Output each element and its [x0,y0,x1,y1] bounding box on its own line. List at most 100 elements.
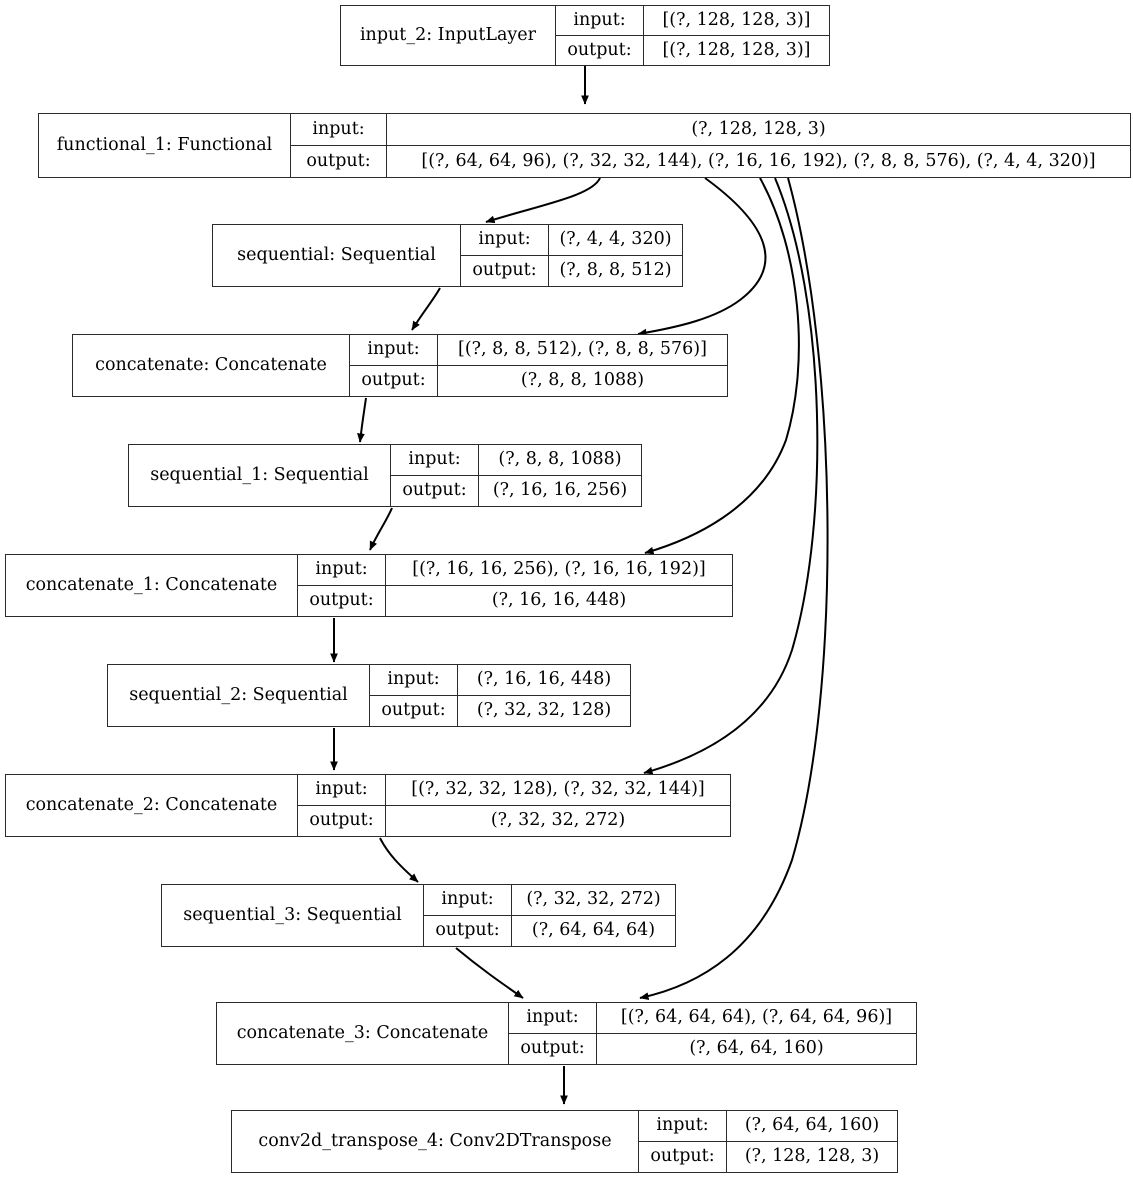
io-input-value: [(?, 64, 64, 64), (?, 64, 64, 96)] [620,1007,893,1028]
io-output-value: (?, 16, 16, 448) [491,590,627,611]
node-concatenate_1[interactable]: concatenate_1: Concatenate input: [(?, 1… [5,554,733,617]
node-io-input-row: input: (?, 32, 32, 272) [424,885,675,916]
io-output-value: (?, 128, 128, 3) [744,1146,880,1167]
node-io: input: [(?, 8, 8, 512), (?, 8, 8, 576)] … [350,335,727,396]
node-input_2[interactable]: input_2: InputLayer input: [(?, 128, 128… [340,5,830,66]
node-sequential_2[interactable]: sequential_2: Sequential input: (?, 16, … [107,664,631,727]
node-label: sequential_2: Sequential [108,665,370,726]
io-input-key: input: [391,445,479,475]
io-output-value: (?, 8, 8, 1088) [520,370,645,391]
node-io-output-row: output: (?, 32, 32, 128) [370,696,630,726]
node-io: input: [(?, 64, 64, 64), (?, 64, 64, 96)… [509,1003,916,1064]
node-io-input-row: input: (?, 64, 64, 160) [639,1111,897,1142]
node-label: concatenate_1: Concatenate [6,555,298,616]
node-io: input: (?, 8, 8, 1088) output: (?, 16, 1… [391,445,641,506]
edge-sequential1-to-concatenate1 [369,507,393,551]
node-io-output-row: output: (?, 128, 128, 3) [639,1142,897,1172]
node-io: input: (?, 32, 32, 272) output: (?, 64, … [424,885,675,946]
io-input-key: input: [298,555,386,585]
node-label: conv2d_transpose_4: Conv2DTranspose [232,1111,639,1172]
node-io-input-row: input: [(?, 32, 32, 128), (?, 32, 32, 14… [298,775,730,806]
node-sequential[interactable]: sequential: Sequential input: (?, 4, 4, … [212,224,683,287]
io-input-key: input: [370,665,458,695]
io-output-value: (?, 64, 64, 160) [689,1038,824,1059]
node-concatenate_3[interactable]: concatenate_3: Concatenate input: [(?, 6… [216,1002,917,1065]
node-label: sequential: Sequential [213,225,461,286]
node-io-input-row: input: [(?, 64, 64, 64), (?, 64, 64, 96)… [509,1003,916,1034]
node-concatenate_2[interactable]: concatenate_2: Concatenate input: [(?, 3… [5,774,731,837]
node-io-output-row: output: [(?, 128, 128, 3)] [556,36,829,65]
node-io-input-row: input: (?, 128, 128, 3) [291,114,1130,146]
io-input-value: (?, 128, 128, 3) [691,118,826,139]
io-input-value: (?, 8, 8, 1088) [498,449,622,470]
edge-functional1-to-sequential [485,177,601,224]
io-output-key: output: [298,806,386,836]
io-input-key: input: [298,775,386,805]
node-io-input-row: input: [(?, 8, 8, 512), (?, 8, 8, 576)] [350,335,727,366]
node-io: input: (?, 16, 16, 448) output: (?, 32, … [370,665,630,726]
node-io-input-row: input: [(?, 128, 128, 3)] [556,6,829,36]
io-output-value: (?, 16, 16, 256) [492,480,628,501]
edge-sequential3-to-concatenate3 [455,947,524,999]
edge-concatenate-to-sequential1 [357,397,367,443]
edge-concatenate2-to-sequential3 [379,837,419,883]
io-input-key: input: [350,335,438,365]
node-label: concatenate_3: Concatenate [217,1003,509,1064]
io-output-value: (?, 32, 32, 128) [476,700,612,721]
node-io-output-row: output: (?, 64, 64, 64) [424,916,675,946]
io-input-value: [(?, 16, 16, 256), (?, 16, 16, 192)] [412,559,706,580]
node-io-output-row: output: (?, 8, 8, 1088) [350,366,727,396]
io-input-value: (?, 4, 4, 320) [559,229,672,250]
io-output-value: [(?, 64, 64, 96), (?, 32, 32, 144), (?, … [421,150,1096,171]
io-output-value: (?, 32, 32, 272) [490,810,626,831]
io-input-key: input: [509,1003,597,1033]
node-label: sequential_1: Sequential [129,445,391,506]
io-output-value: [(?, 128, 128, 3)] [662,39,811,60]
io-input-key: input: [291,114,387,145]
io-input-key: input: [556,6,644,35]
io-input-key: input: [461,225,549,255]
node-io: input: (?, 4, 4, 320) output: (?, 8, 8, … [461,225,682,286]
node-io-output-row: output: [(?, 64, 64, 96), (?, 32, 32, 14… [291,146,1130,177]
io-output-key: output: [461,256,549,286]
io-output-key: output: [391,476,479,506]
io-output-key: output: [639,1142,727,1172]
io-input-key: input: [424,885,512,915]
node-io-input-row: input: (?, 16, 16, 448) [370,665,630,696]
io-output-key: output: [291,146,387,177]
io-input-key: input: [639,1111,727,1141]
io-input-value: [(?, 8, 8, 512), (?, 8, 8, 576)] [458,339,707,360]
node-io-output-row: output: (?, 64, 64, 160) [509,1034,916,1064]
node-io-output-row: output: (?, 16, 16, 256) [391,476,641,506]
io-output-key: output: [424,916,512,946]
node-io-output-row: output: (?, 16, 16, 448) [298,586,732,616]
node-label: functional_1: Functional [39,114,291,177]
io-output-key: output: [298,586,386,616]
node-io-input-row: input: (?, 8, 8, 1088) [391,445,641,476]
node-io-output-row: output: (?, 8, 8, 512) [461,256,682,286]
node-io-input-row: input: [(?, 16, 16, 256), (?, 16, 16, 19… [298,555,732,586]
io-output-key: output: [556,36,644,65]
node-io: input: [(?, 16, 16, 256), (?, 16, 16, 19… [298,555,732,616]
node-io-output-row: output: (?, 32, 32, 272) [298,806,730,836]
io-input-value: (?, 32, 32, 272) [526,889,661,910]
node-io: input: [(?, 32, 32, 128), (?, 32, 32, 14… [298,775,730,836]
io-output-key: output: [350,366,438,396]
node-label: concatenate_2: Concatenate [6,775,298,836]
io-input-value: [(?, 32, 32, 128), (?, 32, 32, 144)] [411,779,705,800]
node-io: input: [(?, 128, 128, 3)] output: [(?, 1… [556,6,829,65]
node-io: input: (?, 128, 128, 3) output: [(?, 64,… [291,114,1130,177]
node-functional_1[interactable]: functional_1: Functional input: (?, 128,… [38,113,1131,178]
io-input-value: [(?, 128, 128, 3)] [662,9,811,30]
io-output-value: (?, 64, 64, 64) [531,920,656,941]
node-io: input: (?, 64, 64, 160) output: (?, 128,… [639,1111,897,1172]
io-output-value: (?, 8, 8, 512) [559,260,672,281]
node-label: input_2: InputLayer [341,6,556,65]
node-conv2d_transpose_4[interactable]: conv2d_transpose_4: Conv2DTranspose inpu… [231,1110,898,1173]
node-sequential_1[interactable]: sequential_1: Sequential input: (?, 8, 8… [128,444,642,507]
node-concatenate[interactable]: concatenate: Concatenate input: [(?, 8, … [72,334,728,397]
node-label: concatenate: Concatenate [73,335,350,396]
node-io-input-row: input: (?, 4, 4, 320) [461,225,682,256]
node-sequential_3[interactable]: sequential_3: Sequential input: (?, 32, … [161,884,676,947]
